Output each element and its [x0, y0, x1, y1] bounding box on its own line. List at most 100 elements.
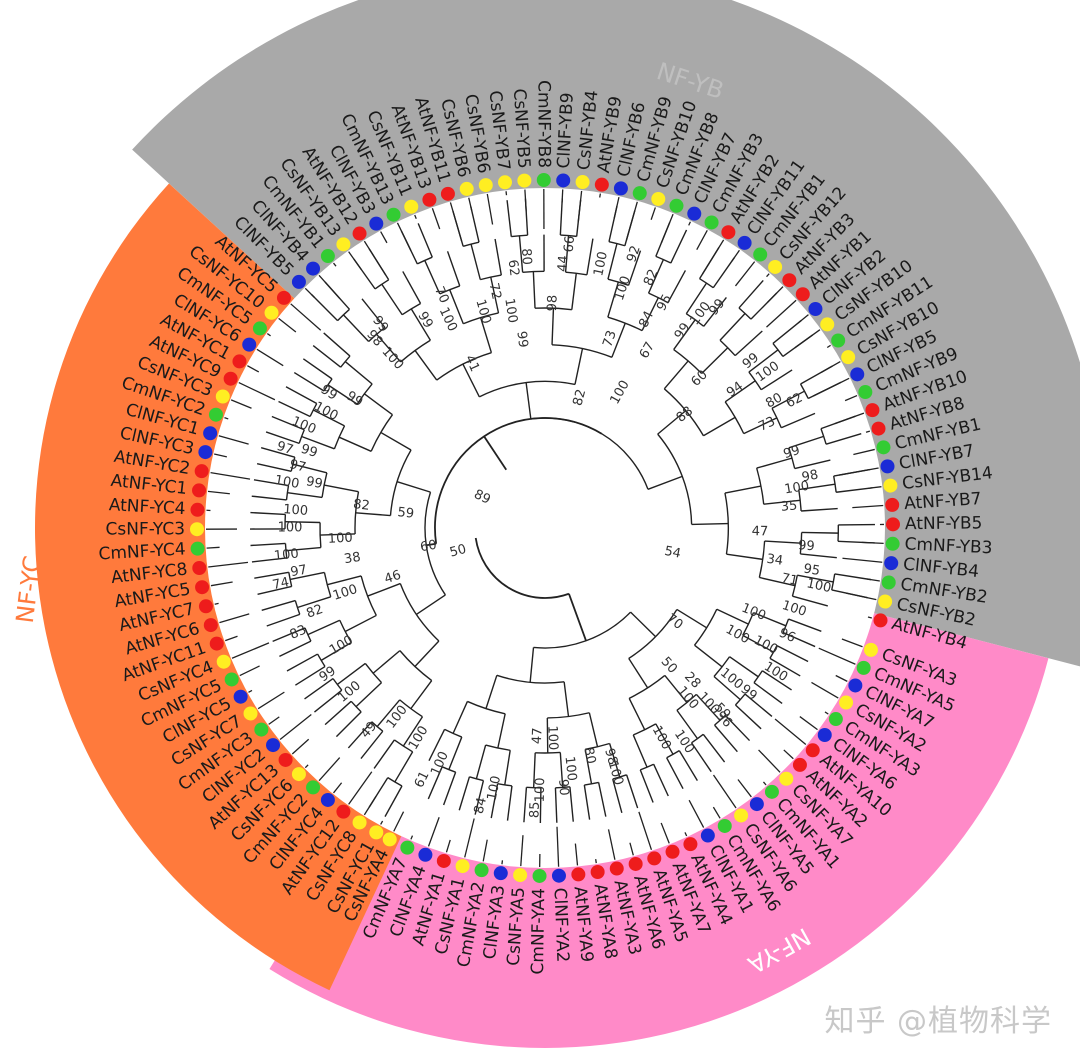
species-dot	[278, 752, 293, 767]
clade-stem	[410, 308, 431, 341]
leaf-branch	[225, 635, 238, 642]
bootstrap-value: 61	[412, 769, 433, 790]
bootstrap-value: 82	[352, 497, 370, 514]
species-dot	[737, 235, 752, 250]
species-dot	[266, 738, 281, 753]
species-dot	[517, 173, 532, 188]
clade-stem	[653, 763, 669, 797]
clade-stem	[446, 251, 461, 287]
clade-stem	[575, 199, 582, 237]
bootstrap-value: 100	[533, 777, 548, 802]
bootstrap-value: 100	[562, 756, 580, 782]
tree-area	[205, 188, 885, 868]
leaf-label: ClNF-YB9	[554, 92, 578, 169]
species-dot	[883, 478, 898, 493]
bootstrap-value: 89	[471, 487, 492, 508]
clade-stem	[569, 786, 574, 822]
clade-stem	[703, 297, 727, 327]
leaf-branch	[482, 839, 488, 862]
clade-stem	[396, 480, 431, 493]
species-dot	[871, 421, 886, 436]
species-dot	[782, 273, 797, 288]
species-dot	[885, 517, 900, 532]
clade-stem	[470, 243, 481, 280]
clade-stem	[253, 479, 289, 487]
species-dot	[865, 403, 880, 418]
leaf-branch	[842, 557, 883, 563]
leaf-branch	[766, 273, 770, 278]
clade-stem	[630, 611, 657, 638]
species-dot	[805, 743, 820, 758]
clade-stem	[320, 533, 356, 536]
clade-stem	[293, 371, 325, 392]
species-dot	[233, 689, 248, 704]
species-dot	[291, 274, 306, 289]
clade-stem	[278, 400, 311, 418]
species-dot	[223, 371, 238, 386]
bootstrap-value: 62	[505, 259, 522, 277]
bootstrap-value: 97	[288, 457, 308, 476]
species-dot	[252, 321, 267, 336]
bootstrap-value: 100	[805, 576, 832, 596]
clade-stem	[474, 780, 485, 815]
leaf-branch	[318, 757, 341, 782]
clade-stem	[782, 334, 814, 357]
clade-stem	[414, 350, 438, 381]
species-dot	[436, 853, 451, 868]
species-dot	[632, 186, 647, 201]
bootstrap-value: 97	[289, 563, 308, 581]
leaf-branch	[629, 842, 634, 856]
root-stem	[426, 542, 437, 547]
species-dot	[215, 389, 230, 404]
species-dot	[352, 226, 367, 241]
clade-stem	[624, 210, 636, 246]
species-dot	[386, 207, 401, 222]
bootstrap-value: 100	[501, 297, 520, 324]
species-dot	[513, 868, 528, 883]
clade-stem	[462, 363, 480, 398]
clade-arc	[657, 433, 693, 525]
clade-arc	[772, 342, 784, 357]
bootstrap-value: 67	[637, 340, 658, 362]
clade-stem	[655, 723, 674, 755]
species-dot	[536, 173, 551, 188]
leaf-branch	[852, 504, 884, 509]
clade-stem	[797, 574, 834, 583]
bootstrap-value: 99	[318, 382, 340, 403]
clade-stem	[295, 665, 326, 686]
leaf-branch	[304, 764, 309, 769]
clade-arc	[319, 522, 322, 548]
species-dot	[768, 259, 783, 274]
bootstrap-value: 82	[571, 388, 590, 408]
clade-arc	[298, 429, 305, 444]
bootstrap-value: 98	[800, 468, 819, 486]
species-dot	[459, 181, 474, 196]
species-dot	[320, 792, 335, 807]
species-dot	[208, 407, 223, 422]
leaf-branch	[238, 382, 276, 401]
clade-stem	[324, 484, 359, 493]
species-dot	[575, 175, 590, 190]
species-dot	[717, 818, 732, 833]
bootstrap-value: 100	[278, 521, 303, 536]
clade-stem	[324, 281, 351, 310]
bootstrap-value: 90	[555, 779, 571, 797]
leaf-branch	[762, 781, 767, 786]
species-dot	[764, 784, 779, 799]
clade-stem	[312, 345, 342, 368]
species-dot	[665, 844, 680, 859]
clade-stem	[801, 531, 839, 534]
clade-stem	[807, 381, 842, 400]
bootstrap-value: 99	[299, 442, 319, 461]
species-dot	[795, 287, 810, 302]
clade-arc	[820, 428, 827, 445]
clade-stem	[559, 198, 563, 236]
clade-stem	[676, 709, 699, 740]
clade-stem	[667, 270, 687, 303]
species-dot	[382, 832, 397, 847]
clade-stem	[427, 766, 443, 800]
species-dot	[885, 536, 900, 551]
species-dot	[885, 497, 900, 512]
leaf-branch	[867, 616, 873, 619]
